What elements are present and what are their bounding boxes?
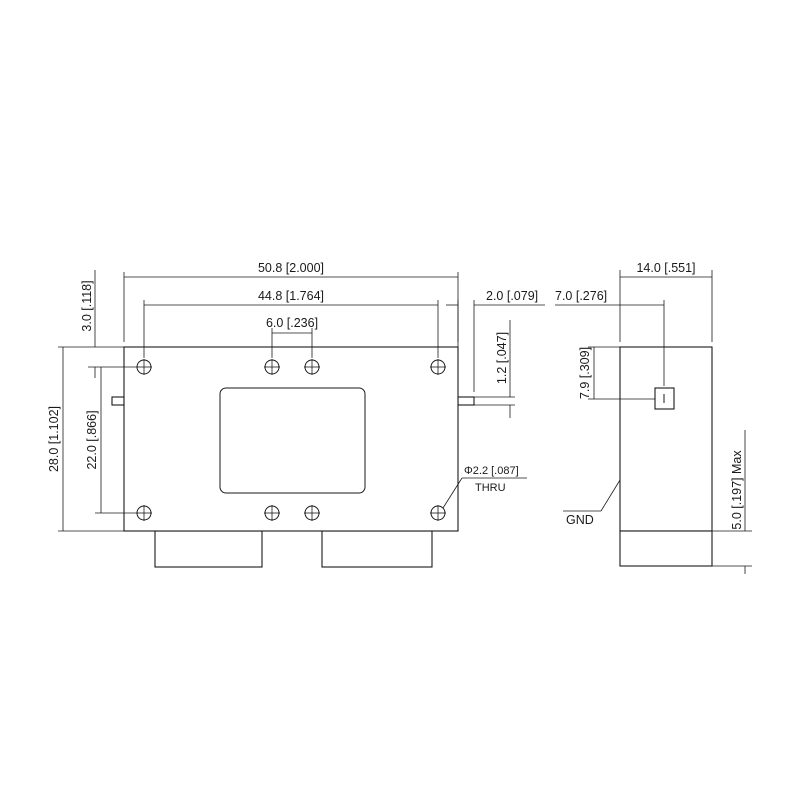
mounting-hole bbox=[136, 505, 152, 521]
hole-spacing-label: 6.0 [.236] bbox=[266, 316, 318, 330]
dimension-pin-height: 7.9 [.309] bbox=[578, 346, 655, 400]
top-offset-label: 3.0 [.118] bbox=[80, 280, 94, 331]
hole-callout: Φ2.2 [.087] THRU bbox=[442, 465, 527, 509]
dimension-hole-spacing: 6.0 [.236] bbox=[266, 316, 318, 358]
ground-label: GND bbox=[566, 513, 594, 527]
dimension-hole-pitch-y: 22.0 [.866] bbox=[85, 367, 136, 514]
side-view bbox=[619, 346, 713, 567]
side-depth-label: 14.0 [.551] bbox=[636, 261, 695, 275]
side-body bbox=[619, 346, 713, 532]
right-pin bbox=[457, 396, 475, 406]
dimension-foot-height: 5.0 [.197] Max bbox=[712, 430, 752, 574]
dimension-pin-depth: 7.0 [.276] bbox=[555, 289, 665, 386]
right-connector-block bbox=[321, 530, 433, 568]
mounting-hole bbox=[430, 359, 446, 375]
dimension-hole-pitch-x: 44.8 [1.764] bbox=[143, 289, 439, 358]
mounting-hole bbox=[264, 359, 280, 375]
hole-type-label: THRU bbox=[475, 482, 506, 494]
pin-length-label: 2.0 [.079] bbox=[486, 289, 538, 303]
dimension-side-depth: 14.0 [.551] bbox=[619, 261, 713, 342]
foot-height-label: 5.0 [.197] Max bbox=[730, 450, 744, 530]
hole-pitch-x-label: 44.8 [1.764] bbox=[258, 289, 324, 303]
pin-height-label: 7.9 [.309] bbox=[578, 347, 592, 399]
hole-diameter-label: Φ2.2 [.087] bbox=[464, 465, 519, 477]
dimension-pin-length: 2.0 [.079] bbox=[446, 289, 545, 392]
device-body bbox=[123, 346, 459, 532]
dimension-pin-offset: 1.2 [.047] bbox=[474, 320, 515, 418]
mounting-hole bbox=[304, 359, 320, 375]
mounting-hole bbox=[430, 505, 446, 521]
left-pin bbox=[111, 396, 125, 406]
mounting-hole bbox=[264, 505, 280, 521]
mounting-hole bbox=[136, 359, 152, 375]
front-view bbox=[111, 346, 475, 568]
pin-offset-label: 1.2 [.047] bbox=[495, 332, 509, 384]
hole-pitch-y-label: 22.0 [.866] bbox=[85, 410, 99, 469]
center-window bbox=[219, 387, 366, 494]
dimension-overall-height: 28.0 [1.102] bbox=[47, 346, 155, 532]
ground-callout: GND bbox=[563, 479, 621, 527]
dimension-top-offset: 3.0 [.118] bbox=[80, 270, 136, 378]
mounting-hole bbox=[304, 505, 320, 521]
overall-height-label: 28.0 [1.102] bbox=[47, 406, 61, 472]
pin-depth-label: 7.0 [.276] bbox=[555, 289, 607, 303]
left-connector-block bbox=[154, 530, 263, 568]
side-foot bbox=[619, 530, 713, 567]
overall-width-label: 50.8 [2.000] bbox=[258, 261, 324, 275]
